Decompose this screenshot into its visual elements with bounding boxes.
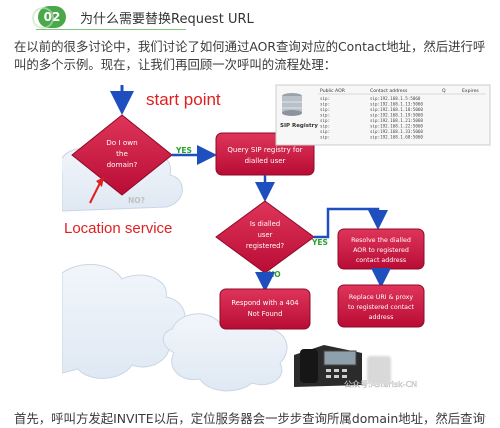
yes-label-1: YES [175, 146, 192, 155]
location-service-label: Location service [64, 220, 172, 237]
registry-cell: sip:192.168.1.22:5060 [370, 124, 423, 129]
svg-text:AOR to registered: AOR to registered [353, 247, 409, 254]
svg-text:Query SIP registry for: Query SIP registry for [227, 146, 302, 154]
registry-cell: sip:192.168.1.5:5060 [370, 96, 421, 101]
svg-text:Respond with a 404: Respond with a 404 [231, 299, 298, 307]
registry-cell: sip: [320, 124, 330, 129]
footer-paragraph: 首先，呼叫方发起INVITE以后，定位服务器会一步步查询所属domain地址，然… [14, 411, 486, 426]
svg-text:Not Found: Not Found [248, 310, 283, 318]
registry-cell: sip: [320, 102, 330, 107]
database-icon [282, 93, 302, 116]
registry-header-cell: Contact address [370, 88, 408, 94]
registry-cell: sip:192.168.1.19:5060 [370, 113, 423, 118]
svg-text:Replace URI & proxy: Replace URI & proxy [349, 294, 413, 301]
decision-user-registered: Is dialled user registered? [215, 200, 315, 274]
svg-text:Resolve the dialled: Resolve the dialled [351, 237, 411, 244]
background-clouds [62, 142, 288, 392]
watermark-text: 公众号:Asterisk-CN [344, 380, 417, 389]
decision-own-domain: Do I own the domain? [71, 114, 173, 196]
registry-cell: sip:192.168.1.68:5060 [370, 135, 423, 140]
svg-text:the: the [116, 149, 128, 158]
ip-phone-image [294, 345, 362, 387]
registry-cell: sip:192.168.1.33:5060 [370, 129, 423, 134]
respond-404-box: Respond with a 404 Not Found [219, 288, 311, 330]
yes-label-2: YES [311, 238, 328, 247]
registry-cell: sip: [320, 118, 330, 123]
replace-uri-box: Replace URI & proxy to registered contac… [337, 284, 425, 328]
registry-cell: sip: [320, 129, 330, 134]
registry-cell: sip:192.168.1.21:5060 [370, 118, 423, 123]
no-label-1: NO? [128, 196, 145, 205]
registry-header-cell: Expires [462, 88, 479, 94]
sip-registry-panel: SIP Registry Public AOR Contact address Q E… [275, 84, 491, 146]
svg-text:domain?: domain? [107, 160, 138, 169]
blurred-thumbnail [367, 356, 391, 384]
registry-cell: sip: [320, 96, 330, 101]
registry-header-cell: Public AOR [320, 88, 346, 94]
intro-paragraph: 在以前的很多讨论中，我们讨论了如何通过AOR查询对应的Contact地址，然后进… [14, 39, 486, 72]
svg-text:user: user [258, 231, 273, 239]
location-pointer-arrow [89, 182, 101, 204]
registry-header-cell: Q [442, 88, 446, 94]
svg-text:Is dialled: Is dialled [250, 220, 280, 228]
registry-cell: sip:192.168.1.13:5060 [370, 102, 423, 107]
svg-text:registered?: registered? [246, 242, 285, 250]
no-label-2: NO [268, 270, 281, 279]
svg-text:dialled user: dialled user [245, 157, 286, 165]
yes-arrow-2 [314, 207, 388, 239]
registry-cell: sip: [320, 113, 330, 118]
registry-cell: sip: [320, 107, 330, 112]
call-flow-diagram: start point Do I own the domain? YES NO?… [62, 83, 494, 393]
section-number-badge: 02 [32, 6, 66, 29]
registry-cell: sip:192.168.1.18:5060 [370, 107, 423, 112]
svg-text:to registered contact: to registered contact [348, 304, 414, 311]
section-title: 为什么需要替换Request URL [80, 12, 254, 27]
svg-text:Do I own: Do I own [106, 138, 137, 147]
start-point-label: start point [146, 90, 221, 109]
svg-text:contact address: contact address [356, 257, 406, 264]
registry-cell: sip: [320, 135, 330, 140]
registry-label: SIP Registry [280, 123, 318, 129]
resolve-aor-box: Resolve the dialled AOR to registered co… [337, 228, 425, 270]
section-header: 02 为什么需要替换Request URL [6, 2, 494, 30]
title-underline [36, 29, 186, 30]
svg-text:address: address [369, 314, 394, 321]
